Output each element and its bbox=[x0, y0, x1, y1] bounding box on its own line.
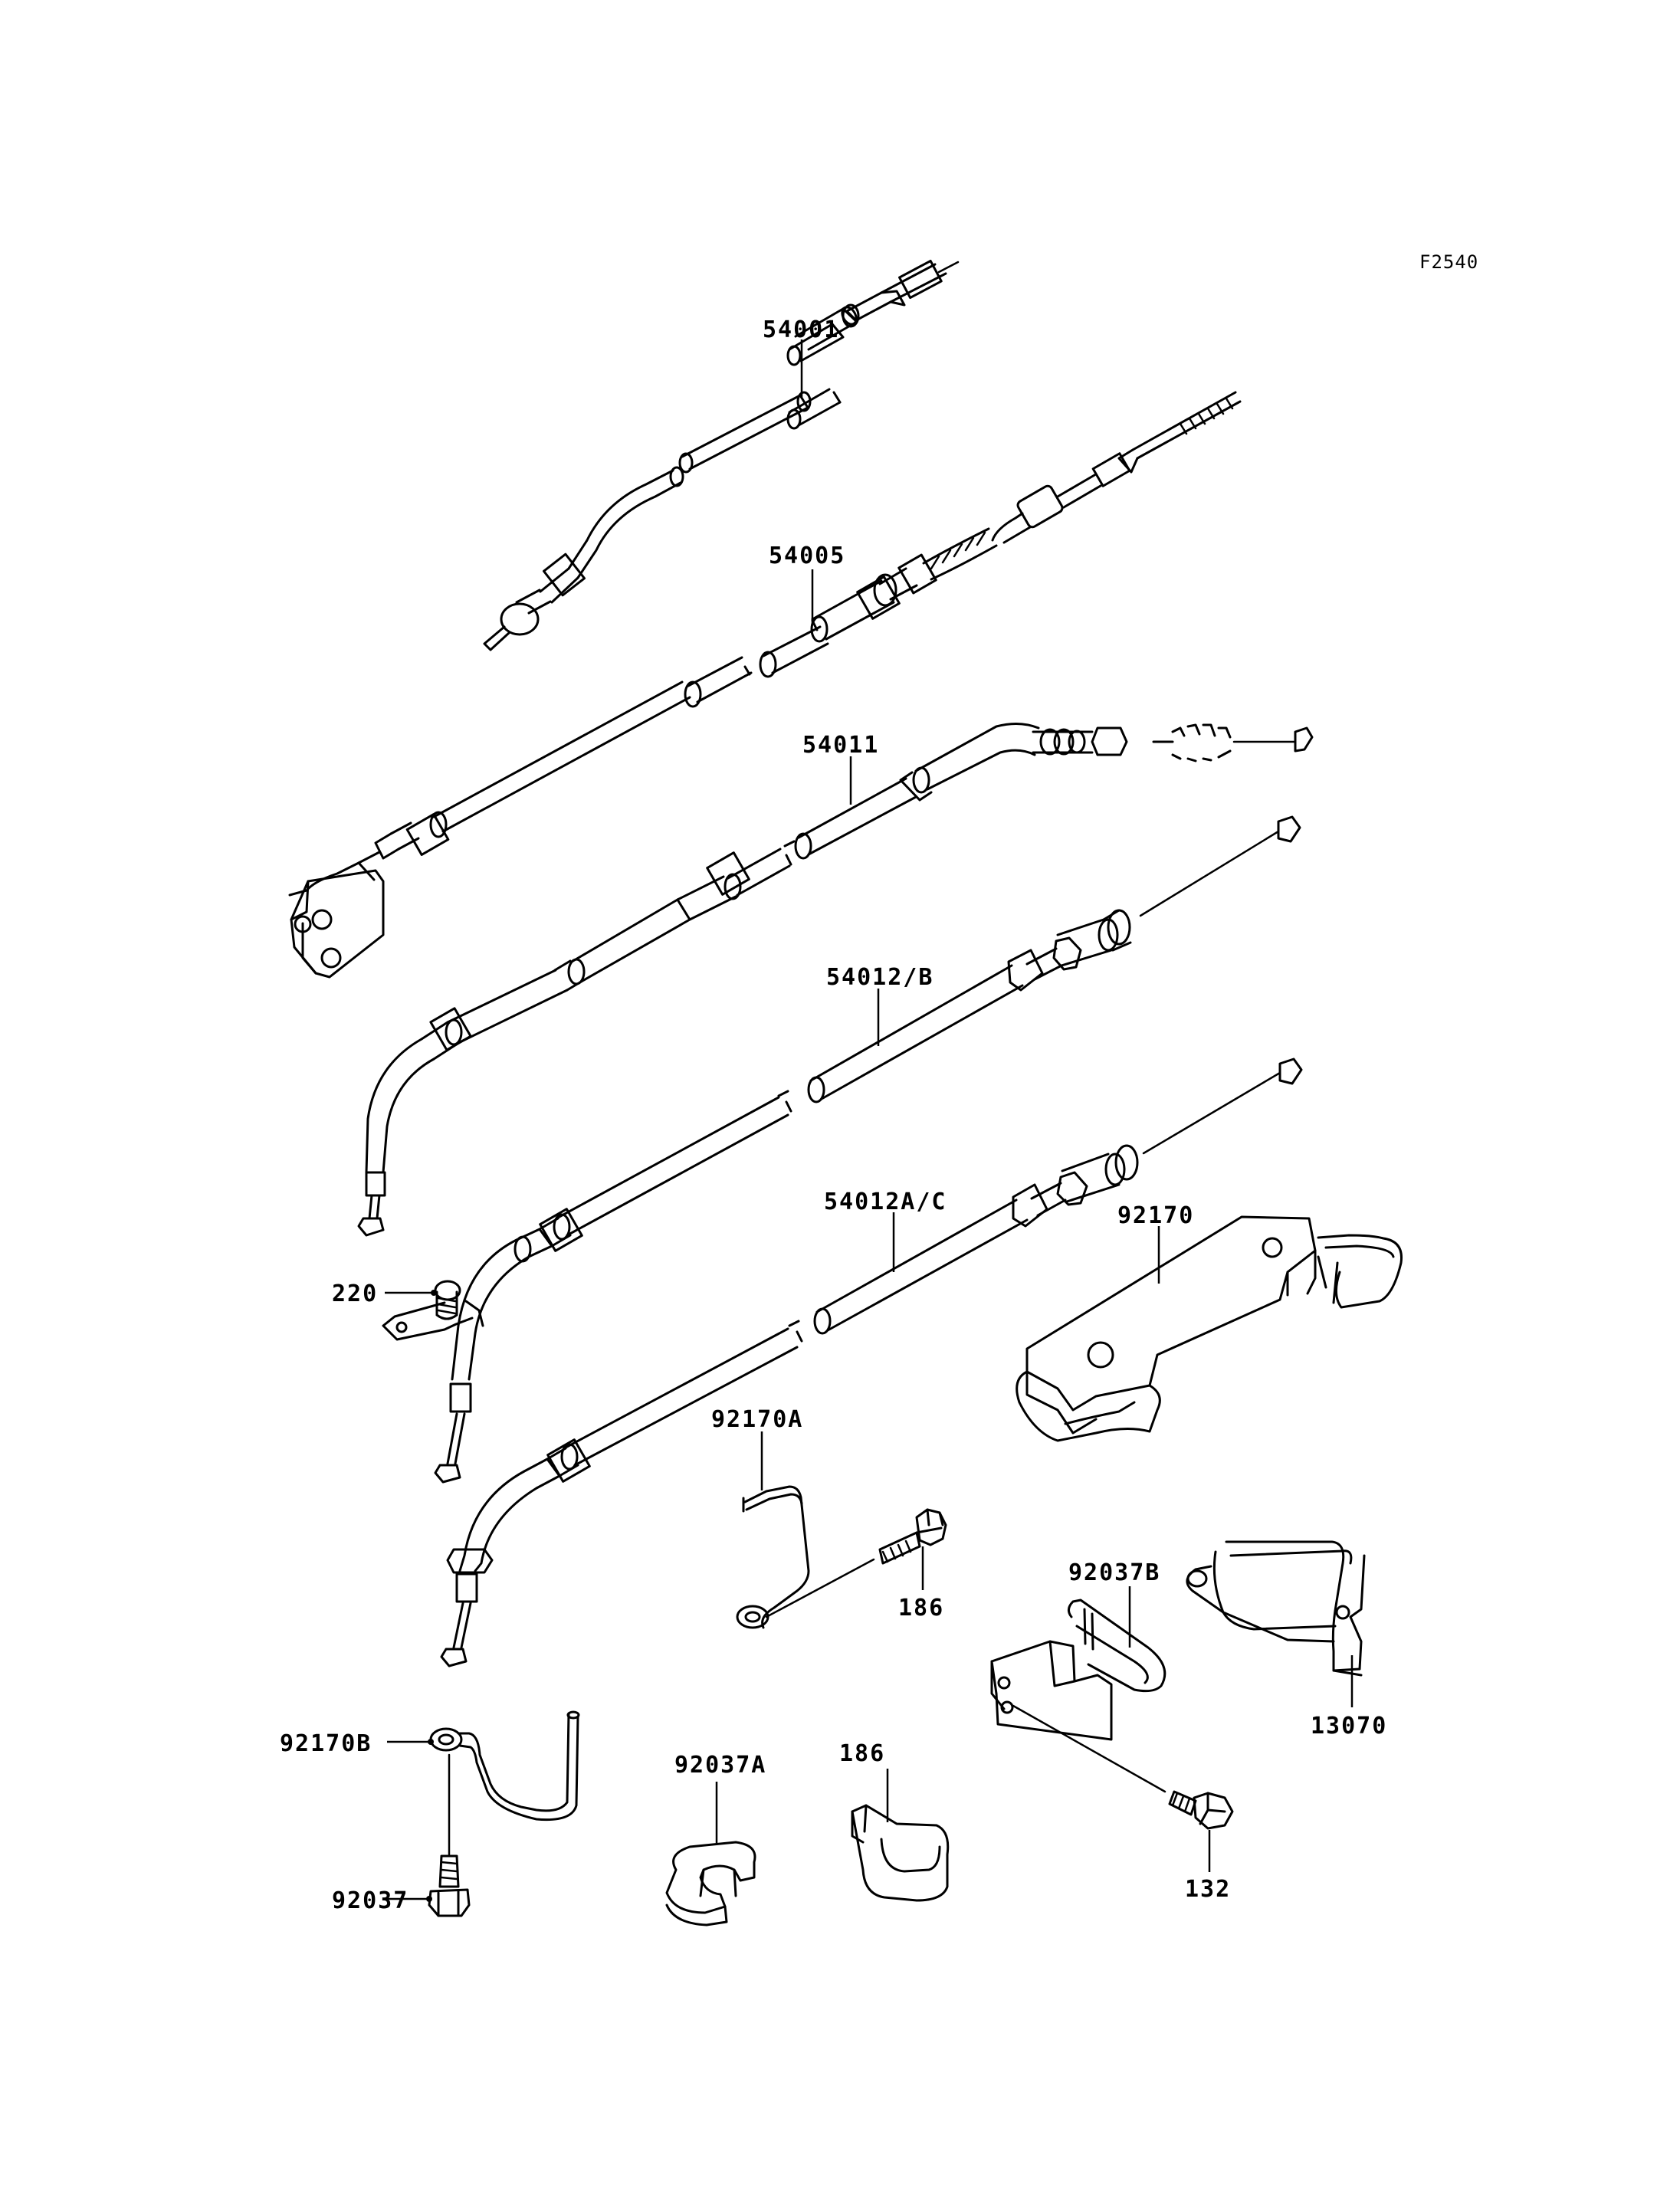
bracket-92037b-drawing bbox=[990, 1599, 1166, 1741]
label-54012ac: 54012A/C bbox=[824, 1189, 947, 1215]
label-54011: 54011 bbox=[802, 732, 879, 759]
cable-54012b-drawing bbox=[382, 815, 1301, 1484]
cable-54012ac-drawing bbox=[440, 1058, 1303, 1667]
screw-220-drawing bbox=[434, 1280, 461, 1320]
label-220: 220 bbox=[332, 1280, 378, 1307]
bolt-186-upper-drawing bbox=[765, 1508, 947, 1618]
shield-13070-drawing bbox=[1186, 1540, 1366, 1677]
figure-code: F2540 bbox=[1419, 251, 1478, 273]
label-92037: 92037A bbox=[674, 1752, 766, 1779]
bolt-186-lower-drawing bbox=[428, 1753, 471, 1917]
label-92037a: 186 bbox=[839, 1740, 885, 1767]
label-54012b: 54012/B bbox=[826, 964, 934, 991]
cable-54001-drawing bbox=[483, 259, 960, 651]
bolt-132-drawing bbox=[1012, 1704, 1234, 1830]
clamp-92170a-drawing bbox=[736, 1485, 810, 1629]
clamp-92170b-drawing bbox=[429, 1710, 580, 1822]
label-186b: 92037 bbox=[332, 1887, 409, 1914]
label-132: 132 bbox=[1185, 1876, 1231, 1903]
cable-54011-drawing bbox=[357, 723, 1314, 1237]
label-54001: 54001 bbox=[763, 316, 839, 343]
label-92037b: 92037B bbox=[1068, 1559, 1160, 1586]
label-13070: 13070 bbox=[1311, 1713, 1387, 1740]
label-54005: 54005 bbox=[769, 543, 845, 569]
label-92170a: 92170A bbox=[711, 1406, 803, 1433]
label-92170b: 92170B bbox=[280, 1730, 372, 1757]
clamp-92037-drawing bbox=[665, 1841, 756, 1926]
label-92170: 92170 bbox=[1117, 1202, 1194, 1229]
label-186a: 186 bbox=[898, 1595, 944, 1622]
bracket-92170-drawing bbox=[1016, 1215, 1403, 1442]
cable-54005-drawing bbox=[288, 391, 1242, 979]
clamp-92037a-drawing bbox=[851, 1804, 950, 1902]
